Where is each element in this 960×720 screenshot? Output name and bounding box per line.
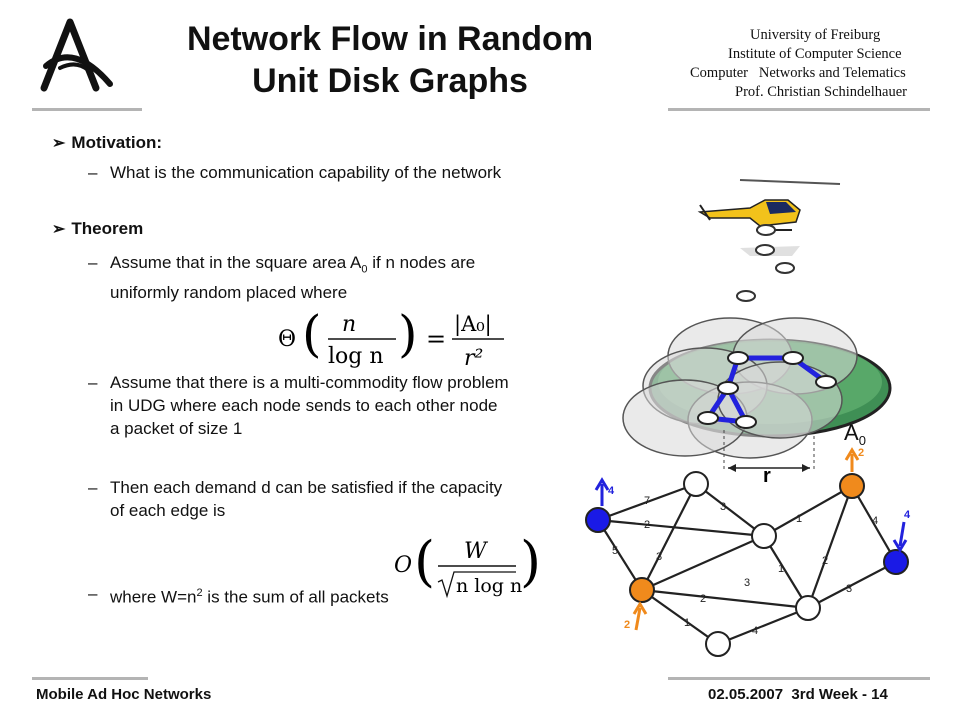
graph-node	[795, 595, 821, 621]
item1-pre: Assume that in the square area A	[110, 253, 362, 272]
freiburg-logo	[40, 18, 113, 92]
demand-label: 2	[624, 619, 630, 631]
professor-name: Prof. Christian Schindelhauer	[735, 84, 907, 100]
equals-sign: =	[426, 325, 446, 353]
edge-label: 2	[700, 593, 706, 605]
item3-text: Then each demand d can be satisfied if t…	[110, 478, 503, 520]
rhs-numerator: |A₀|	[454, 312, 492, 337]
arrow-bullet-icon: ➢	[52, 221, 66, 238]
rhs-denominator: r²	[464, 346, 483, 371]
footer-right: 02.05.2007 3rd Week - 14	[708, 686, 888, 703]
theorem-item-2: –Assume that there is a multi-commodity …	[88, 373, 509, 438]
theorem-heading: ➢ Theorem	[52, 219, 143, 239]
item2-text: Assume that there is a multi-commodity f…	[110, 373, 509, 438]
demand-label: 4	[904, 509, 911, 521]
area-label: A0	[844, 420, 866, 448]
title-line-2: Unit Disk Graphs	[252, 62, 528, 100]
footer-rule-right	[668, 677, 930, 680]
theorem-label: Theorem	[71, 219, 144, 238]
department-name: Computer Networks and Telematics	[690, 65, 906, 81]
footer-left: Mobile Ad Hoc Networks	[36, 686, 212, 703]
left-paren: (	[414, 530, 435, 593]
motivation-heading: ➢ Motivation:	[52, 133, 162, 153]
arrow-bullet-icon: ➢	[52, 135, 66, 152]
edge-label: 2	[644, 519, 650, 531]
item1-sub: 0	[361, 263, 368, 276]
theorem-item-1: –Assume that in the square area A0 if n …	[88, 253, 476, 303]
theorem-item-4: –where W=n2 is the sum of all packets	[88, 584, 389, 607]
page-title: Network Flow in Random Unit Disk Graphs	[160, 18, 620, 102]
right-paren: )	[520, 530, 541, 593]
edge-label: 3	[656, 551, 662, 563]
source-node-orange	[839, 473, 865, 499]
fraction-denominator: n log n	[456, 575, 522, 597]
edge-label: 1	[778, 563, 784, 575]
source-node-orange	[629, 577, 655, 603]
big-o-symbol: O	[394, 553, 412, 578]
header-rule-right	[668, 108, 930, 111]
motivation-text: –What is the communication capability of…	[88, 163, 502, 182]
item4-post: is the sum of all packets	[202, 587, 389, 607]
item4-pre: where W=n	[110, 587, 197, 607]
sink-node-blue	[585, 507, 611, 533]
edge-label: 5	[612, 545, 618, 557]
motivation-text-content: What is the communication capability of …	[110, 163, 502, 182]
edge-label: 2	[822, 555, 828, 567]
theta-symbol: Θ	[278, 327, 296, 352]
theorem-item-3: –Then each demand d can be satisfied if …	[88, 478, 503, 520]
demand-label: 2	[858, 447, 864, 459]
edge-label: 4	[752, 625, 758, 637]
footer-rule-left	[32, 677, 148, 680]
item4-sup: 2	[196, 587, 203, 599]
edge-label: 7	[644, 495, 650, 507]
edge-label: 3	[744, 577, 750, 589]
graph-node	[705, 631, 731, 657]
university-name: University of Freiburg	[750, 27, 881, 43]
edge-label: 1	[684, 617, 690, 629]
network-figure: A0 r 7 3 2 1 4 5 3 1 2 3 3 2 1 4	[585, 179, 911, 657]
formula-big-o: O ( W n log n )	[394, 530, 541, 599]
fraction-denominator: log n	[328, 344, 384, 369]
edge-label: 3	[720, 501, 726, 513]
title-line-1: Network Flow in Random	[186, 20, 594, 58]
graph-node	[683, 471, 709, 497]
graph-node	[751, 523, 777, 549]
item1-post: if n nodes are uniformly random placed w…	[110, 253, 476, 303]
sink-node-blue	[883, 549, 909, 575]
edge-label: 1	[796, 513, 802, 525]
header-rule-left	[32, 108, 142, 111]
university-block: University of Freiburg Institute of Comp…	[680, 26, 940, 102]
demand-label: 4	[608, 485, 615, 497]
edge-label: 4	[872, 515, 878, 527]
edge-label: 3	[846, 583, 852, 595]
institute-name: Institute of Computer Science	[728, 46, 902, 62]
helicopter-icon	[697, 179, 841, 256]
right-paren: )	[398, 305, 418, 363]
fraction-numerator: n	[342, 312, 356, 337]
range-label: r	[763, 465, 771, 487]
fraction-numerator: W	[464, 539, 489, 564]
formula-theta: Θ ( n log n ) = |A₀| r²	[278, 305, 504, 371]
motivation-label: Motivation:	[71, 133, 163, 152]
left-paren: (	[302, 305, 322, 363]
